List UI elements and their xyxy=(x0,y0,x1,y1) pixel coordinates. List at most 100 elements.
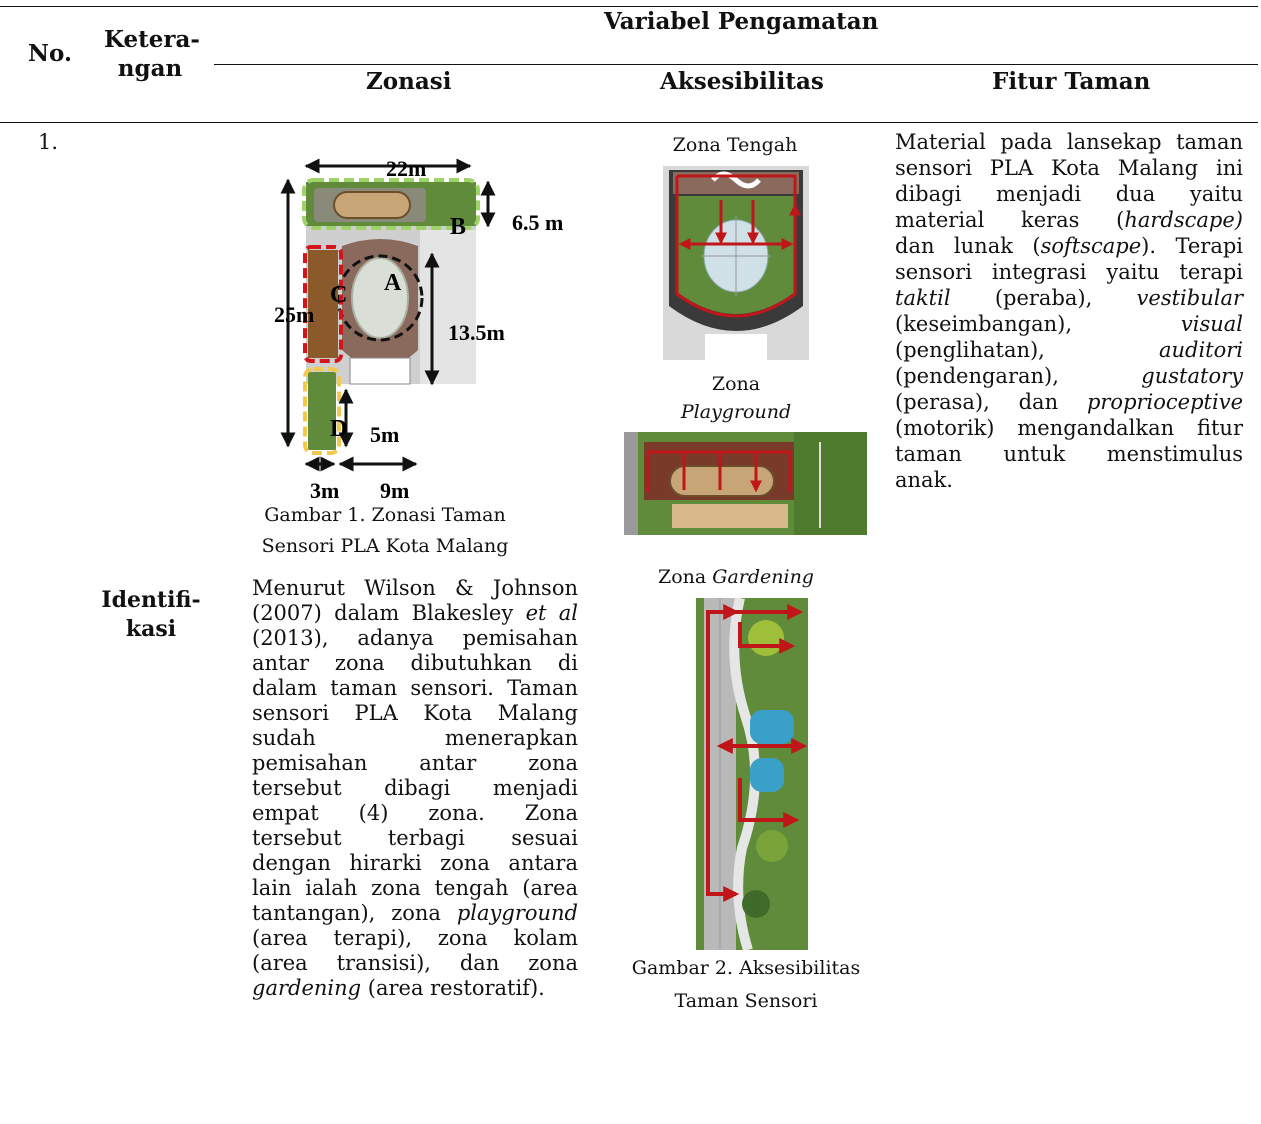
fitur-line-2: sensori PLA Kota Malang ini xyxy=(895,156,1243,180)
zonasi-gardening: gardening xyxy=(252,976,362,1000)
map-gardening-pond-1 xyxy=(750,710,794,744)
figure-1-caption-line1: Gambar 1. Zonasi Taman xyxy=(264,504,506,526)
zonasi-line-13: lain ialah zona tengah (area xyxy=(252,876,578,900)
fitur-line-10: (pendengaran), gustatory xyxy=(895,364,1243,388)
header-variabel-pengamatan: Variabel Pengamatan xyxy=(604,8,879,35)
zonasi-figure: 22m 6.5 m B A C 25m 13.5m D 5m 3m 9m xyxy=(274,156,563,503)
zonasi-line-7: sudah menerapkan xyxy=(252,726,578,750)
map-tengah-route xyxy=(675,174,795,318)
map-gardening-route-main xyxy=(706,604,740,896)
zonasi-et-al: et al xyxy=(525,601,579,625)
zonasi-line-17: gardening (area restoratif). xyxy=(252,976,545,1000)
zonasi-paragraph: Menurut Wilson & Johnson (2007) dalam Bl… xyxy=(252,576,578,1001)
paving-right xyxy=(420,230,476,384)
row-keterangan: Identifi- kasi xyxy=(98,586,204,644)
label-zona-playground-line2: Playground xyxy=(680,401,792,423)
label-zona-tengah: Zona Tengah xyxy=(672,134,798,156)
header-keterangan-line2: ngan xyxy=(117,55,183,82)
map-zona-tengah xyxy=(663,166,809,360)
fitur-line-4: material keras (hardscape) xyxy=(895,208,1243,232)
zonasi-line-15: (area terapi), zona kolam xyxy=(252,926,578,950)
fitur-line-14: anak. xyxy=(895,468,953,492)
row-keterangan-line1: Identifi- xyxy=(101,587,201,613)
header-bottom-rule xyxy=(0,122,1258,123)
label-zona-playground-line1: Zona xyxy=(711,373,761,395)
dim-label-6-5m: 6.5 m xyxy=(512,210,563,235)
label-zona-gardening: Zona Gardening xyxy=(658,566,814,588)
header-keterangan: Ketera- ngan xyxy=(104,25,200,83)
row-number: 1. xyxy=(38,130,59,154)
fitur-line-9: (penglihatan), auditori xyxy=(895,338,1243,362)
row-keterangan-line2: kasi xyxy=(125,616,177,642)
header-mid-rule xyxy=(214,64,1258,65)
fountain xyxy=(351,257,409,339)
zone-label-d: D xyxy=(330,416,347,442)
zone-c-area xyxy=(308,250,338,358)
zonasi-line-8: pemisahan antar zona xyxy=(252,751,578,775)
playground-oval xyxy=(333,191,411,219)
map-gardening-pond-2 xyxy=(750,758,784,792)
map-playground-oval xyxy=(669,465,775,497)
map-playground-right xyxy=(794,432,867,535)
zonasi-line-9: tersebut dibagi menjadi xyxy=(252,776,578,800)
figure-1-caption: Gambar 1. Zonasi Taman Sensori PLA Kota … xyxy=(240,500,530,562)
figure-2-caption-line1: Gambar 2. Aksesibilitas xyxy=(631,957,861,979)
header-fitur-taman: Fitur Taman xyxy=(992,68,1151,95)
zonasi-playground: playground xyxy=(456,901,578,925)
zonasi-line-6: sensori PLA Kota Malang xyxy=(252,701,578,725)
zonasi-line-11: tersebut terbagi sesuai xyxy=(252,826,578,850)
header-zonasi: Zonasi xyxy=(366,68,452,95)
figure-1-caption-line2: Sensori PLA Kota Malang xyxy=(261,535,509,557)
map-playground-path-left xyxy=(624,432,638,535)
fitur-line-13: taman untuk menstimulus xyxy=(895,442,1243,466)
header-aksesibilitas: Aksesibilitas xyxy=(660,68,824,95)
zone-label-b: B xyxy=(450,214,466,240)
fitur-line-5: dan lunak (softscape). Terapi xyxy=(895,234,1243,258)
label-zona-playground: Zona Playground xyxy=(620,370,852,426)
zonasi-line-12: dengan hirarki zona antara xyxy=(252,851,578,875)
zonasi-line-1: Menurut Wilson & Johnson xyxy=(252,576,578,600)
fitur-line-3: dibagi menjadi dua yaitu xyxy=(895,182,1243,206)
zonasi-line-2: (2007) dalam Blakesley et al xyxy=(252,601,579,625)
map-gardening-bush-2 xyxy=(756,830,788,862)
dim-label-5m: 5m xyxy=(370,422,399,447)
map-tengah-entrance xyxy=(705,334,767,360)
zone-label-c: C xyxy=(330,282,347,308)
map-gardening-bush-3 xyxy=(742,890,770,918)
zone-label-a: A xyxy=(384,270,402,296)
fitur-line-6: sensori integrasi yaitu terapi xyxy=(895,260,1243,284)
fitur-line-12: (motorik) mengandalkan fitur xyxy=(895,416,1243,440)
fitur-line-7: taktil (peraba), vestibular xyxy=(895,286,1243,310)
map-playground-route xyxy=(646,450,792,492)
fitur-line-8: (keseimbangan), visual xyxy=(895,312,1243,336)
zone-b-outline xyxy=(302,178,480,230)
header-no: No. xyxy=(28,40,72,67)
zonasi-line-16: (area transisi), dan zona xyxy=(252,951,578,975)
map-zona-playground xyxy=(624,432,867,535)
map-playground-bench xyxy=(672,504,788,528)
zonasi-line-10: empat (4) zona. Zona xyxy=(252,801,578,825)
zone-d-area xyxy=(308,372,336,450)
zonasi-line-3: (2013), adanya pemisahan xyxy=(252,626,578,650)
dim-label-13-5m: 13.5m xyxy=(448,320,505,345)
map-gardening-bush-1 xyxy=(748,620,784,656)
fitur-line-1: Material pada lansekap taman xyxy=(895,130,1243,154)
zone-c-outline xyxy=(303,245,343,363)
map-gardening-route-low xyxy=(738,778,800,828)
header-keterangan-line1: Ketera- xyxy=(104,26,200,53)
dim-label-22m: 22m xyxy=(386,156,426,181)
fitur-line-11: (perasa), dan proprioceptive xyxy=(895,390,1243,414)
map-gardening-route-top2 xyxy=(738,622,796,654)
dim-label-3m: 3m xyxy=(310,478,339,503)
figure-2-caption-line2: Taman Sensori xyxy=(674,990,818,1012)
figure-2-caption: Gambar 2. Aksesibilitas Taman Sensori xyxy=(600,952,892,1018)
paving-bottom xyxy=(349,357,411,385)
dim-label-9m: 9m xyxy=(380,478,409,503)
zonasi-line-5: dalam taman sensori. Taman xyxy=(252,676,578,700)
table-top-rule xyxy=(0,6,1258,7)
zonasi-line-4: antar zona dibutuhkan di xyxy=(252,651,578,675)
map-zona-gardening xyxy=(696,598,808,950)
fitur-paragraph: Material pada lansekap taman sensori PLA… xyxy=(895,129,1243,493)
dim-label-25m: 25m xyxy=(274,302,314,327)
zonasi-line-14: tantangan), zona playground xyxy=(252,901,578,925)
